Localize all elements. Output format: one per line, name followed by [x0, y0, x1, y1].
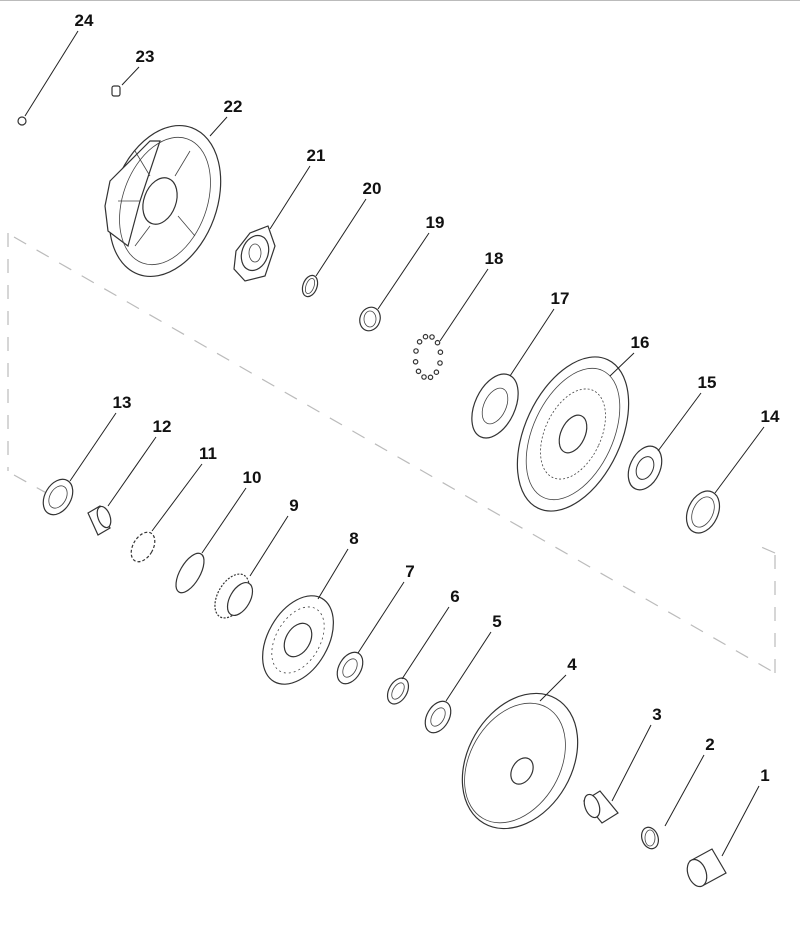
leader-line: [209, 116, 228, 137]
bolt: [427, 374, 434, 381]
callout-label-15: 15: [698, 373, 717, 392]
part-21-hub-plate[interactable]: [233, 225, 276, 282]
leader-lines: [24, 30, 765, 857]
part-24-screw[interactable]: [17, 116, 27, 126]
bolt: [433, 369, 440, 376]
part-15-splined-hub[interactable]: [622, 441, 669, 495]
callout-label-5: 5: [492, 612, 501, 631]
leader-line: [714, 426, 765, 494]
part-5-washer[interactable]: [420, 697, 456, 737]
callout-label-4: 4: [567, 655, 577, 674]
part-17-friction-disc[interactable]: [463, 367, 528, 446]
callout-label-17: 17: [551, 289, 570, 308]
callout-label-1: 1: [760, 766, 769, 785]
leader-line: [315, 198, 367, 277]
bolt: [422, 333, 429, 340]
callout-label-24: 24: [75, 11, 94, 30]
part-20-washer[interactable]: [300, 273, 321, 298]
leader-line: [401, 606, 450, 680]
part-16-clutch-disc[interactable]: [495, 339, 651, 528]
leader-line: [357, 581, 405, 654]
leader-line: [657, 392, 702, 452]
leader-line: [69, 412, 117, 482]
bolt: [412, 358, 419, 365]
leader-line: [24, 30, 79, 117]
part-2-bushing[interactable]: [639, 825, 662, 851]
leader-line: [445, 631, 492, 702]
callout-label-23: 23: [136, 47, 155, 66]
part-1-cap[interactable]: [684, 848, 727, 889]
subassembly-outline: [7, 233, 776, 674]
callout-label-19: 19: [426, 213, 445, 232]
part-8-stator[interactable]: [248, 583, 348, 696]
callout-label-6: 6: [450, 587, 459, 606]
bolt: [421, 374, 427, 380]
leader-line: [249, 515, 289, 577]
bolt: [434, 339, 441, 346]
part-19-lock-washer[interactable]: [356, 304, 383, 333]
leader-line: [151, 463, 203, 532]
leader-line: [539, 674, 567, 702]
callout-label-21: 21: [307, 146, 326, 165]
leader-line: [664, 754, 705, 827]
part-22-fan-housing[interactable]: [89, 110, 240, 292]
leader-line: [201, 487, 247, 554]
leader-line: [107, 436, 157, 507]
callout-label-2: 2: [705, 735, 714, 754]
part-3-hub-sleeve[interactable]: [581, 790, 619, 824]
leader-line: [611, 724, 652, 802]
leader-line: [269, 165, 311, 230]
part-11-roller-cage[interactable]: [126, 528, 159, 566]
part-7-thrust-washer[interactable]: [332, 648, 368, 688]
callout-label-18: 18: [485, 249, 504, 268]
part-4-impeller-cover[interactable]: [439, 673, 601, 850]
part-23-plug[interactable]: [111, 85, 121, 97]
callout-label-13: 13: [113, 393, 132, 412]
part-14-tab-washer[interactable]: [680, 486, 726, 539]
part-12-needle-bearing[interactable]: [87, 505, 113, 536]
bolt: [437, 349, 444, 356]
part-6-tab-washer[interactable]: [383, 674, 413, 707]
callout-label-8: 8: [349, 529, 358, 548]
callout-label-10: 10: [243, 468, 262, 487]
leader-line: [509, 308, 555, 377]
callout-label-22: 22: [224, 97, 243, 116]
callout-label-14: 14: [761, 407, 780, 426]
callout-label-11: 11: [199, 444, 217, 463]
part-10-snap-ring[interactable]: [170, 549, 209, 597]
bolt: [437, 360, 443, 366]
part-9-bearing[interactable]: [208, 568, 258, 624]
callout-label-3: 3: [652, 705, 661, 724]
callout-label-9: 9: [289, 496, 298, 515]
bolt: [429, 334, 435, 340]
callout-label-7: 7: [405, 562, 414, 581]
bolt: [413, 348, 419, 354]
leader-line: [317, 548, 349, 600]
leader-line: [439, 268, 489, 342]
bolt: [415, 368, 422, 375]
leader-line: [721, 785, 760, 857]
leader-line: [609, 352, 635, 377]
leader-line: [121, 66, 140, 86]
part-13-seal[interactable]: [37, 474, 79, 520]
part-18-bolt-ring[interactable]: [412, 333, 444, 381]
callout-label-12: 12: [153, 417, 172, 436]
bolt: [416, 338, 423, 345]
leader-line: [377, 232, 430, 310]
callout-label-16: 16: [631, 333, 650, 352]
callout-label-20: 20: [363, 179, 382, 198]
